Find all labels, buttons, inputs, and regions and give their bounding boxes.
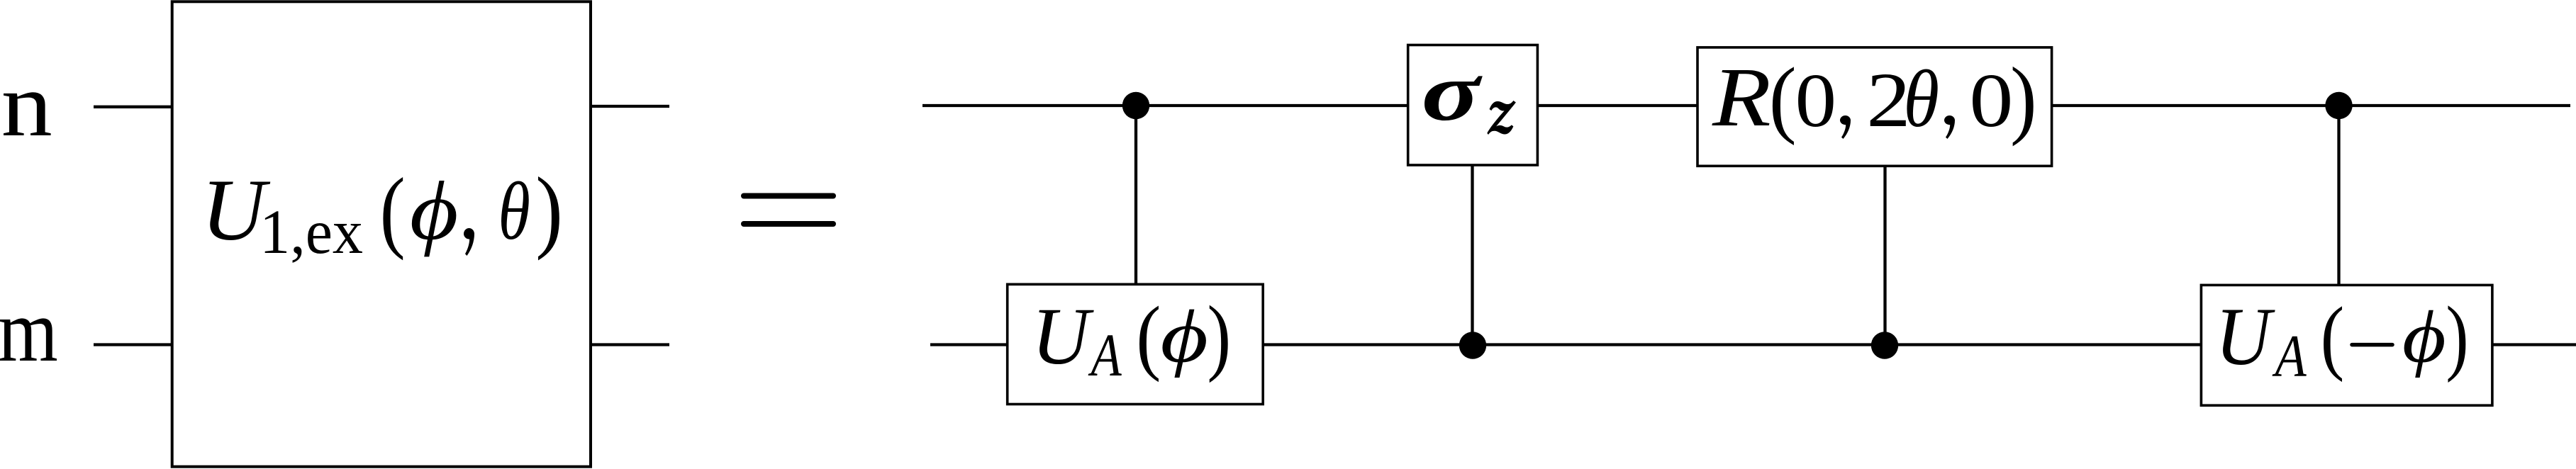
svg-text:σ: σ — [1422, 45, 1483, 138]
svg-text:A: A — [2272, 324, 2307, 390]
svg-text:U: U — [2215, 292, 2275, 383]
svg-text:U: U — [1032, 291, 1094, 381]
svg-text:(: ( — [1769, 50, 1797, 146]
svg-text:θ: θ — [498, 165, 530, 257]
svg-text:ϕ: ϕ — [410, 165, 459, 258]
svg-text:0: 0 — [1795, 59, 1836, 143]
svg-text:ϕ: ϕ — [1160, 295, 1208, 378]
svg-text:): ) — [2446, 289, 2468, 383]
svg-text:): ) — [1208, 289, 1232, 384]
svg-text:1,ex: 1,ex — [260, 196, 363, 266]
svg-text:R: R — [1712, 50, 1771, 144]
svg-text:n: n — [1, 54, 52, 155]
svg-text:(: ( — [2321, 290, 2345, 383]
svg-text:ϕ: ϕ — [2402, 296, 2446, 378]
svg-text:): ) — [535, 158, 563, 261]
svg-text:): ) — [2010, 49, 2037, 147]
svg-text:A: A — [1088, 322, 1122, 390]
svg-text:U: U — [201, 162, 271, 259]
svg-text:m: m — [0, 281, 58, 380]
svg-text:0: 0 — [1969, 58, 2013, 143]
svg-text:θ: θ — [1903, 54, 1939, 144]
svg-text:(: ( — [380, 159, 406, 261]
svg-text:2: 2 — [1866, 57, 1910, 144]
svg-text:(: ( — [1136, 290, 1161, 383]
